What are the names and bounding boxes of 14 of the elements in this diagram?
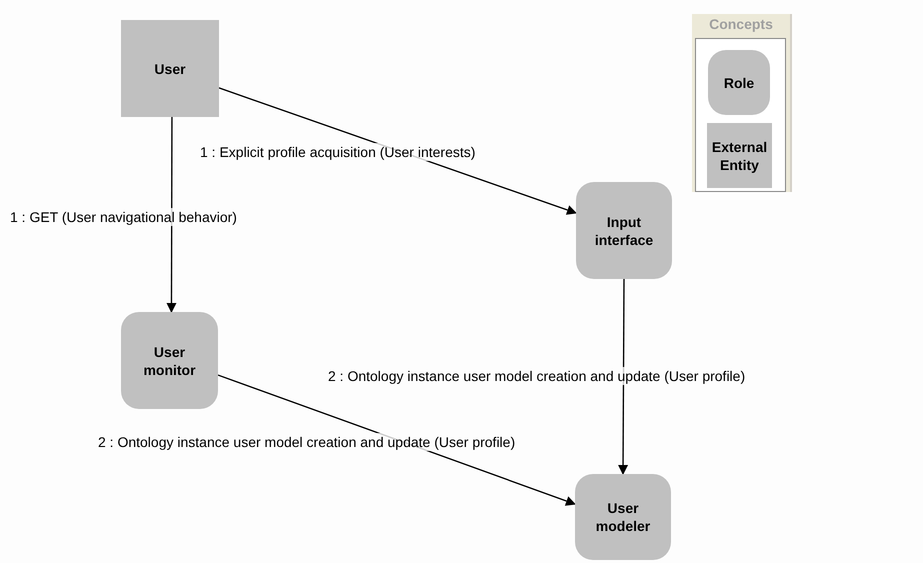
entity-box: External Entity [707,123,772,188]
arrow [166,117,176,313]
role-box: Role [708,50,770,115]
edge-label: 1 : GET (User navigational behavior) [10,208,237,226]
arrow [618,279,628,475]
concepts-panel [692,14,792,192]
role-box: Input interface [576,182,672,279]
edge-label: 2 : Ontology instance user model creation and update (User profile) [328,367,746,385]
panel-heading: Concepts [708,15,774,34]
role-box: User modeler [575,474,671,560]
edge-label: 1 : Explicit profile acquisition (User interests) [200,143,476,161]
edge-label: 2 : Ontology instance user model creation and update (User profile) [98,433,516,451]
role-box: User monitor [121,312,218,409]
entity-box: User [121,20,219,117]
